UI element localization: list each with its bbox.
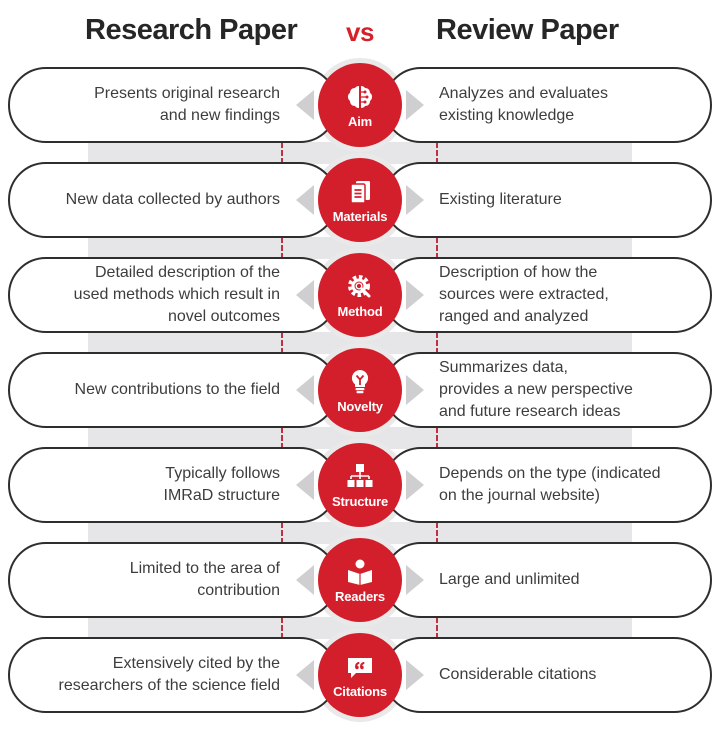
review-cell: Large and unlimited [383,542,712,618]
comparison-row-method: Detailed description of the used methods… [0,248,720,342]
arrow-left [296,185,314,215]
research-cell: Detailed description of the used methods… [8,257,338,333]
review-paper-title: Review Paper [436,14,619,46]
category-badge: Readers [318,538,402,622]
review-cell: Summarizes data, provides a new perspect… [383,352,712,428]
dashed-line-left [281,522,283,544]
arrow-left [296,470,314,500]
arrow-right [406,90,424,120]
review-cell: Existing literature [383,162,712,238]
hierarchy-icon [345,462,375,492]
category-label: Citations [333,683,387,699]
arrow-right [406,470,424,500]
research-cell: Typically follows IMRaD structure [8,447,338,523]
research-cell: Presents original research and new findi… [8,67,338,143]
arrow-left [296,90,314,120]
dashed-line-left [281,617,283,639]
dashed-line-right [436,237,438,259]
quote-bubble-icon [345,652,375,682]
comparison-row-citations: Extensively cited by the researchers of … [0,628,720,722]
vs-label: vs [346,17,374,47]
review-cell: Depends on the type (indicated on the jo… [383,447,712,523]
research-cell: New contributions to the field [8,352,338,428]
gear-magnifier-icon [345,272,375,302]
brain-icon [345,82,375,112]
arrow-right [406,375,424,405]
comparison-row-novelty: New contributions to the field Summarize… [0,343,720,437]
category-badge: Materials [318,158,402,242]
comparison-row-aim: Presents original research and new findi… [0,58,720,152]
category-label: Aim [348,113,372,129]
dashed-line-right [436,142,438,164]
arrow-left [296,375,314,405]
arrow-right [406,660,424,690]
category-label: Novelty [337,398,383,414]
category-label: Method [337,303,383,319]
arrow-right [406,565,424,595]
research-cell: Extensively cited by the researchers of … [8,637,338,713]
category-badge: Structure [318,443,402,527]
research-cell: New data collected by authors [8,162,338,238]
review-cell: Analyzes and evaluates existing knowledg… [383,67,712,143]
comparison-row-structure: Typically follows IMRaD structure Depend… [0,438,720,532]
research-cell: Limited to the area of contribution [8,542,338,618]
review-cell: Considerable citations [383,637,712,713]
dashed-line-left [281,142,283,164]
category-label: Readers [335,588,385,604]
category-badge: Aim [318,63,402,147]
header: Research Paper vs Review Paper [0,0,720,66]
arrow-left [296,565,314,595]
comparison-row-readers: Limited to the area of contribution Larg… [0,533,720,627]
dashed-line-right [436,427,438,449]
category-badge: Citations [318,633,402,717]
arrow-right [406,185,424,215]
arrow-right [406,280,424,310]
research-paper-title: Research Paper [85,14,298,46]
dashed-line-right [436,522,438,544]
dashed-line-left [281,332,283,354]
category-label: Structure [332,493,388,509]
arrow-left [296,660,314,690]
comparison-row-materials: New data collected by authors Existing l… [0,153,720,247]
reader-book-icon [345,557,375,587]
dashed-line-right [436,617,438,639]
arrow-left [296,280,314,310]
category-badge: Method [318,253,402,337]
dashed-line-right [436,332,438,354]
lightbulb-icon [345,367,375,397]
documents-icon [345,177,375,207]
dashed-line-left [281,427,283,449]
dashed-line-left [281,237,283,259]
review-cell: Description of how the sources were extr… [383,257,712,333]
category-badge: Novelty [318,348,402,432]
category-label: Materials [332,208,388,224]
